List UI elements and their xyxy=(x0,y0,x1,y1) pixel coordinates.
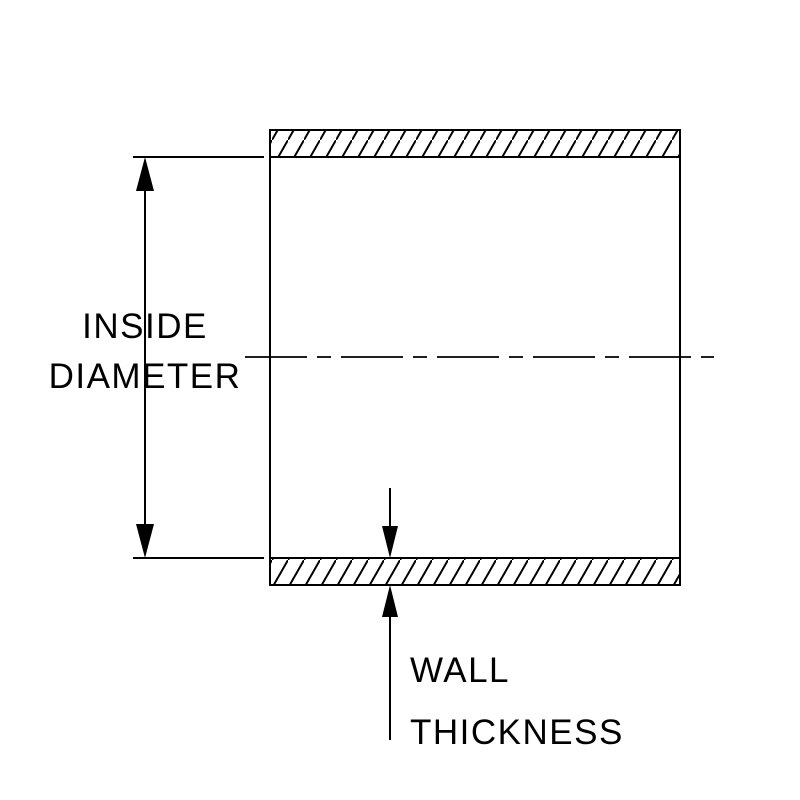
arrow-down-to-wall-icon xyxy=(382,526,398,558)
wall-thickness-label-line1: WALL xyxy=(410,651,510,690)
arrow-up-to-wall-icon xyxy=(382,585,398,617)
arrow-down-icon xyxy=(136,524,154,558)
bottom-wall-hatched-section xyxy=(269,557,681,586)
arrow-up-icon xyxy=(136,157,154,191)
wall-thickness-label-line2: THICKNESS xyxy=(410,713,624,752)
inside-diameter-label-line1: INSIDE xyxy=(82,307,208,346)
inside-diameter-label-line2: DIAMETER xyxy=(49,357,242,396)
top-wall-hatched-section xyxy=(269,129,681,158)
